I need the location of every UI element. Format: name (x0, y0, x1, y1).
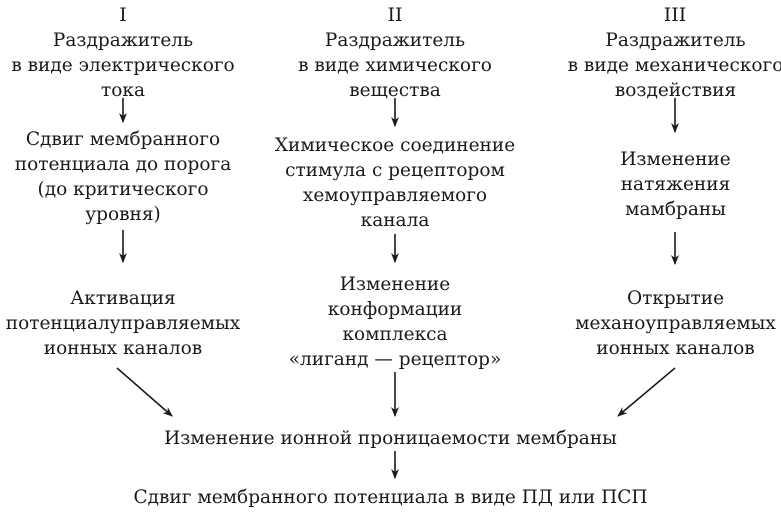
stimulus-electric: Раздражитель в виде электрического тока (11, 30, 235, 101)
arrow-converge-left (116, 367, 173, 417)
voltage-gated-activation: Активация потенциалуправляемых ионных ка… (5, 288, 241, 359)
column-2-numeral: II (387, 4, 403, 26)
membrane-potential-shift: Сдвиг мембранного потенциала в виде ПД и… (133, 487, 648, 508)
stimulus-chemical: Раздражитель в виде химического вещества (298, 30, 492, 101)
chemical-binding-receptor: Химическое соединение стимула с рецептор… (274, 135, 516, 231)
mechano-gated-opening: Открытие механоуправляемых ионных канало… (575, 288, 776, 359)
ion-permeability-change: Изменение ионной проницаемости мембраны (164, 428, 617, 449)
conformation-change: Изменение конформации комплекса «лиганд … (288, 274, 502, 370)
column-1-numeral: I (119, 4, 127, 26)
arrow-converge-right (617, 367, 676, 417)
column-3-numeral: III (663, 4, 687, 26)
membrane-shift-to-threshold: Сдвиг мембранного потенциала до порога (… (14, 129, 232, 225)
stimulus-mechanical: Раздражитель в виде механического воздей… (567, 30, 781, 101)
membrane-tension-change: Изменение натяжения мамбраны (620, 149, 731, 220)
